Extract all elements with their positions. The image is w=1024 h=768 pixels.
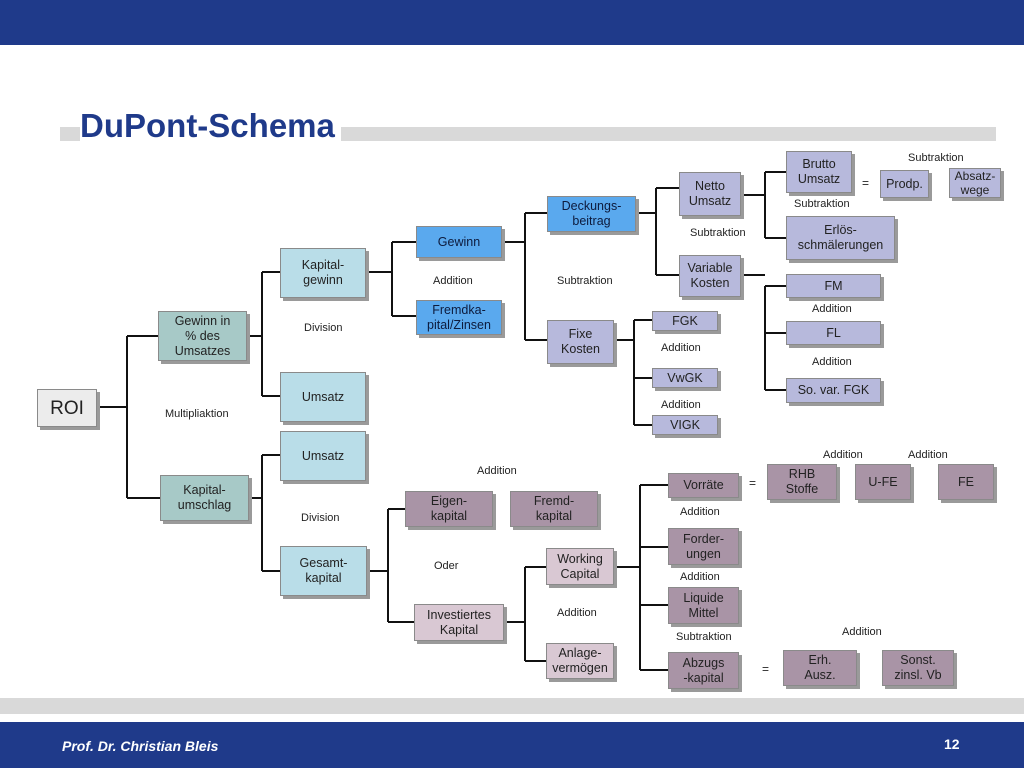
node-gewinn: Gewinn bbox=[416, 226, 502, 258]
node-fremdkapital-zinsen: Fremdka- pital/Zinsen bbox=[416, 300, 502, 335]
node-netto-umsatz: Netto Umsatz bbox=[679, 172, 741, 216]
label-addition-fgk: Addition bbox=[661, 342, 701, 354]
label-equals-vorraete: = bbox=[749, 476, 757, 490]
node-absatzwege: Absatz- wege bbox=[949, 168, 1001, 198]
node-fl: FL bbox=[786, 321, 881, 345]
label-subtraktion-db: Subtraktion bbox=[557, 275, 613, 287]
node-anlagevermoegen: Anlage- vermögen bbox=[546, 643, 614, 679]
label-addition-gewinn: Addition bbox=[433, 275, 473, 287]
top-banner bbox=[0, 0, 1024, 45]
label-addition-vorraete: Addition bbox=[680, 506, 720, 518]
page-title: DuPont-Schema bbox=[80, 104, 341, 148]
node-roi: ROI bbox=[37, 389, 97, 427]
label-subtraktion-liquide: Subtraktion bbox=[676, 631, 732, 643]
node-fe: FE bbox=[938, 464, 994, 500]
node-sonst-zinsl-vb: Sonst. zinsl. Vb bbox=[882, 650, 954, 686]
label-oder: Oder bbox=[434, 560, 459, 572]
label-addition-rhb-1: Addition bbox=[823, 449, 863, 461]
node-deckungsbeitrag: Deckungs- beitrag bbox=[547, 196, 636, 232]
label-equals-abzug: = bbox=[762, 662, 770, 676]
label-addition-kapital: Addition bbox=[477, 465, 517, 477]
node-fremdkapital: Fremd- kapital bbox=[510, 491, 598, 527]
label-subtraktion-top: Subtraktion bbox=[908, 152, 964, 164]
label-subtraktion-brutto: Subtraktion bbox=[794, 198, 850, 210]
node-umsatz-2: Umsatz bbox=[280, 431, 366, 481]
label-addition-forderungen: Addition bbox=[680, 571, 720, 583]
node-fixe-kosten: Fixe Kosten bbox=[547, 320, 614, 364]
node-variable-kosten: Variable Kosten bbox=[679, 255, 741, 297]
footer-rule bbox=[0, 698, 1024, 714]
node-erh-ausz: Erh. Ausz. bbox=[783, 650, 857, 686]
label-addition-rhb-2: Addition bbox=[908, 449, 948, 461]
node-prodp: Prodp. bbox=[880, 170, 929, 198]
label-addition-wc: Addition bbox=[557, 607, 597, 619]
footer-author: Prof. Dr. Christian Bleis bbox=[62, 738, 219, 754]
node-eigenkapital: Eigen- kapital bbox=[405, 491, 493, 527]
node-erloesschmaelerungen: Erlös- schmälerungen bbox=[786, 216, 895, 260]
node-vorraete: Vorräte bbox=[668, 473, 739, 498]
node-fm: FM bbox=[786, 274, 881, 298]
node-vwgk: VwGK bbox=[652, 368, 718, 388]
node-investiertes-kapital: Investiertes Kapital bbox=[414, 604, 504, 641]
node-umsatz-1: Umsatz bbox=[280, 372, 366, 422]
label-division-2: Division bbox=[301, 512, 340, 524]
bottom-banner bbox=[0, 722, 1024, 768]
node-working-capital: Working Capital bbox=[546, 548, 614, 585]
node-gewinn-in-prozent-des-umsatzes: Gewinn in % des Umsatzes bbox=[158, 311, 247, 361]
page-number: 12 bbox=[944, 736, 960, 752]
node-brutto-umsatz: Brutto Umsatz bbox=[786, 151, 852, 193]
node-abzugskapital: Abzugs -kapital bbox=[668, 652, 739, 689]
node-so-var-fgk: So. var. FGK bbox=[786, 378, 881, 403]
node-gesamtkapital: Gesamt- kapital bbox=[280, 546, 367, 596]
label-addition-erh: Addition bbox=[842, 626, 882, 638]
node-rhb-stoffe: RHB Stoffe bbox=[767, 464, 837, 500]
node-liquide-mittel: Liquide Mittel bbox=[668, 587, 739, 624]
label-equals-prodp: = bbox=[862, 176, 870, 190]
label-subtraktion-netto: Subtraktion bbox=[690, 227, 746, 239]
node-forderungen: Forder- ungen bbox=[668, 528, 739, 565]
node-kapitalumschlag: Kapital- umschlag bbox=[160, 475, 249, 521]
node-kapitalgewinn: Kapital- gewinn bbox=[280, 248, 366, 298]
label-addition-fl: Addition bbox=[812, 356, 852, 368]
label-multiplikation: Multipliaktion bbox=[165, 408, 229, 420]
label-addition-vwgk: Addition bbox=[661, 399, 701, 411]
label-addition-fm: Addition bbox=[812, 303, 852, 315]
node-vigk: VIGK bbox=[652, 415, 718, 435]
node-u-fe: U-FE bbox=[855, 464, 911, 500]
label-division-1: Division bbox=[304, 322, 343, 334]
node-fgk: FGK bbox=[652, 311, 718, 331]
